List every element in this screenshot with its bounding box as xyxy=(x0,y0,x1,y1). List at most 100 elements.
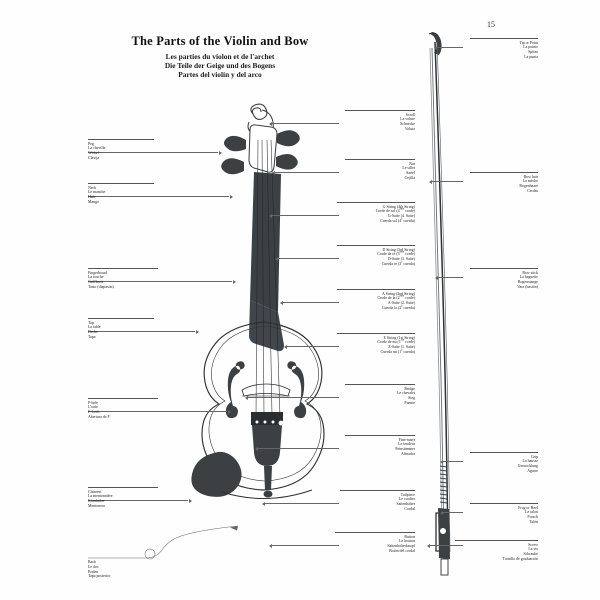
leader-fingerboard xyxy=(88,280,236,284)
label-de: Wirbel xyxy=(88,151,99,156)
label-fr: L'ouïe xyxy=(88,405,98,410)
label-es: La punta xyxy=(524,54,538,59)
leader-d-string xyxy=(274,257,339,261)
label-fr: La table xyxy=(88,325,101,330)
label-rule xyxy=(470,503,538,504)
label-en: Scroll xyxy=(405,112,415,117)
label-es: Cuerda re (3a cuerda) xyxy=(381,260,415,266)
label-fr: Le manche xyxy=(88,190,106,195)
label-a-string: A String (2nd String) Corde de la (2ème … xyxy=(337,289,415,311)
label-chinrest: Chinrest La mentonnière Kinnhalter Mento… xyxy=(88,487,158,509)
label-rule xyxy=(337,289,415,290)
leader-back-curve xyxy=(88,525,239,560)
label-en: Tip or Point xyxy=(519,40,538,45)
label-rule xyxy=(455,540,538,541)
label-es: Cuerda la (2a cuerda) xyxy=(381,304,415,310)
label-rule xyxy=(345,159,415,160)
label-en: Grip xyxy=(530,454,538,459)
violin-f-holes xyxy=(225,361,307,419)
leader-scroll xyxy=(268,122,339,126)
label-en: Bridge xyxy=(404,386,415,391)
label-peg: Peg La cheville Wirbel Clavija xyxy=(88,139,154,161)
leader-e-string xyxy=(283,345,339,349)
label-de: Schnecke xyxy=(400,122,415,127)
label-es: Abertura de F xyxy=(88,414,110,419)
label-de: Umwicklung xyxy=(517,464,538,469)
label-bow-hair: Bow hair La mèche Bogenhaare Cerdas xyxy=(470,172,538,194)
label-en: Button xyxy=(404,534,415,539)
page-subtitle-spanish: Partes del violín y del arco xyxy=(178,70,262,80)
label-de: G-Saite (4. Saite) xyxy=(387,214,415,219)
label-es: Cuerda mi (1a cuerda) xyxy=(380,348,415,354)
label-tip-or-point: Tip or Point La pointe Spitze La punta xyxy=(470,38,538,60)
label-fine-tuner: Fine-tuner Le tendeur Feinstimmer Afinad… xyxy=(345,435,415,457)
leader-fhole xyxy=(88,410,231,414)
label-de: D-Saite (3. Saite) xyxy=(387,257,415,262)
label-es: Cuerda sol (4a cuerda) xyxy=(380,217,415,223)
violin-tailpiece xyxy=(251,412,284,490)
label-rule xyxy=(470,38,538,39)
label-es: Talón xyxy=(529,519,538,524)
label-bow-stick: Bow stick La baguette Bogenstange Vara (… xyxy=(470,268,538,290)
label-de: E-Saite (1. Saite) xyxy=(388,345,415,350)
label-nut: Nut Le sillet Sattel Cejilla xyxy=(345,159,415,181)
violin-neck-fingerboard xyxy=(249,172,284,352)
label-de: A-Saite (2. Saite) xyxy=(387,301,415,306)
label-fr: La touche xyxy=(88,275,104,280)
label-fr: Corde de la (2ème corde) xyxy=(377,295,415,301)
label-fr: La vis xyxy=(528,547,538,552)
label-de: Frosch xyxy=(527,515,538,520)
leader-button xyxy=(268,544,339,548)
label-es: Cejilla xyxy=(404,175,415,180)
violin-strings xyxy=(255,139,281,417)
label-fr: Le chevalet xyxy=(396,391,415,396)
label-es: Botón del cordal xyxy=(389,548,415,553)
label-es: Cerdas xyxy=(527,188,538,193)
label-fr: La baguette xyxy=(519,275,538,280)
label-es: Tapa posterior xyxy=(88,574,111,579)
label-es: Puente xyxy=(404,400,415,405)
label-de: Saitenhalter xyxy=(396,502,415,507)
label-screw: Screw La vis Schraube Tornillo de gradua… xyxy=(455,540,538,562)
label-de: Spitze xyxy=(528,50,538,55)
leader-finetuner xyxy=(254,447,339,451)
leader-bowhair xyxy=(428,180,463,184)
bow-hair xyxy=(431,47,445,554)
label-neck: Neck Le manche Hals Mango xyxy=(88,183,154,205)
label-en: Bow hair xyxy=(523,174,538,179)
label-fr: Le bouton xyxy=(399,539,415,544)
label-rule xyxy=(88,398,158,399)
label-en: Peg xyxy=(88,141,94,146)
label-fr: Le talon xyxy=(525,510,538,515)
leader-peg xyxy=(88,151,222,155)
leader-grip xyxy=(439,460,463,464)
leader-a-string xyxy=(279,301,339,305)
label-de: Feinstimmer xyxy=(395,447,415,452)
label-rule xyxy=(88,183,154,184)
label-en: A String (2nd String) xyxy=(382,291,415,296)
label-rule xyxy=(345,110,415,111)
leader-neck xyxy=(88,195,233,199)
label-de: Bogenhaare xyxy=(519,184,538,189)
label-en: Fine-tuner xyxy=(398,437,415,442)
label-fr: Corde de mi (1ère corde) xyxy=(377,339,415,345)
label-de: Hals xyxy=(88,195,96,200)
label-fr: Corde de ré (3ème corde) xyxy=(377,251,415,257)
label-rule xyxy=(88,139,154,140)
label-en: Neck xyxy=(88,185,97,190)
label-rule xyxy=(345,384,415,385)
leader-tailpiece xyxy=(261,502,339,506)
label-fr: La pointe xyxy=(523,45,538,50)
label-rule xyxy=(88,487,158,488)
page-subtitle-french: Les parties du violon et de l'archet xyxy=(165,52,275,61)
page-subtitle-german: Die Teile der Geige und des Bogens xyxy=(164,61,276,71)
label-grip: Grip La hausse Umwicklung Agarre xyxy=(470,452,538,474)
page-number: 15 xyxy=(487,20,495,29)
label-en: Bow stick xyxy=(522,270,538,275)
label-fr: La mentonnière xyxy=(88,494,113,499)
label-frog-or-heel: Frog or Heel Le talon Frosch Talón xyxy=(470,503,538,525)
label-rule xyxy=(470,172,538,173)
label-rule xyxy=(470,452,538,453)
label-bridge: Bridge Le chevalet Steg Puente xyxy=(345,384,415,406)
